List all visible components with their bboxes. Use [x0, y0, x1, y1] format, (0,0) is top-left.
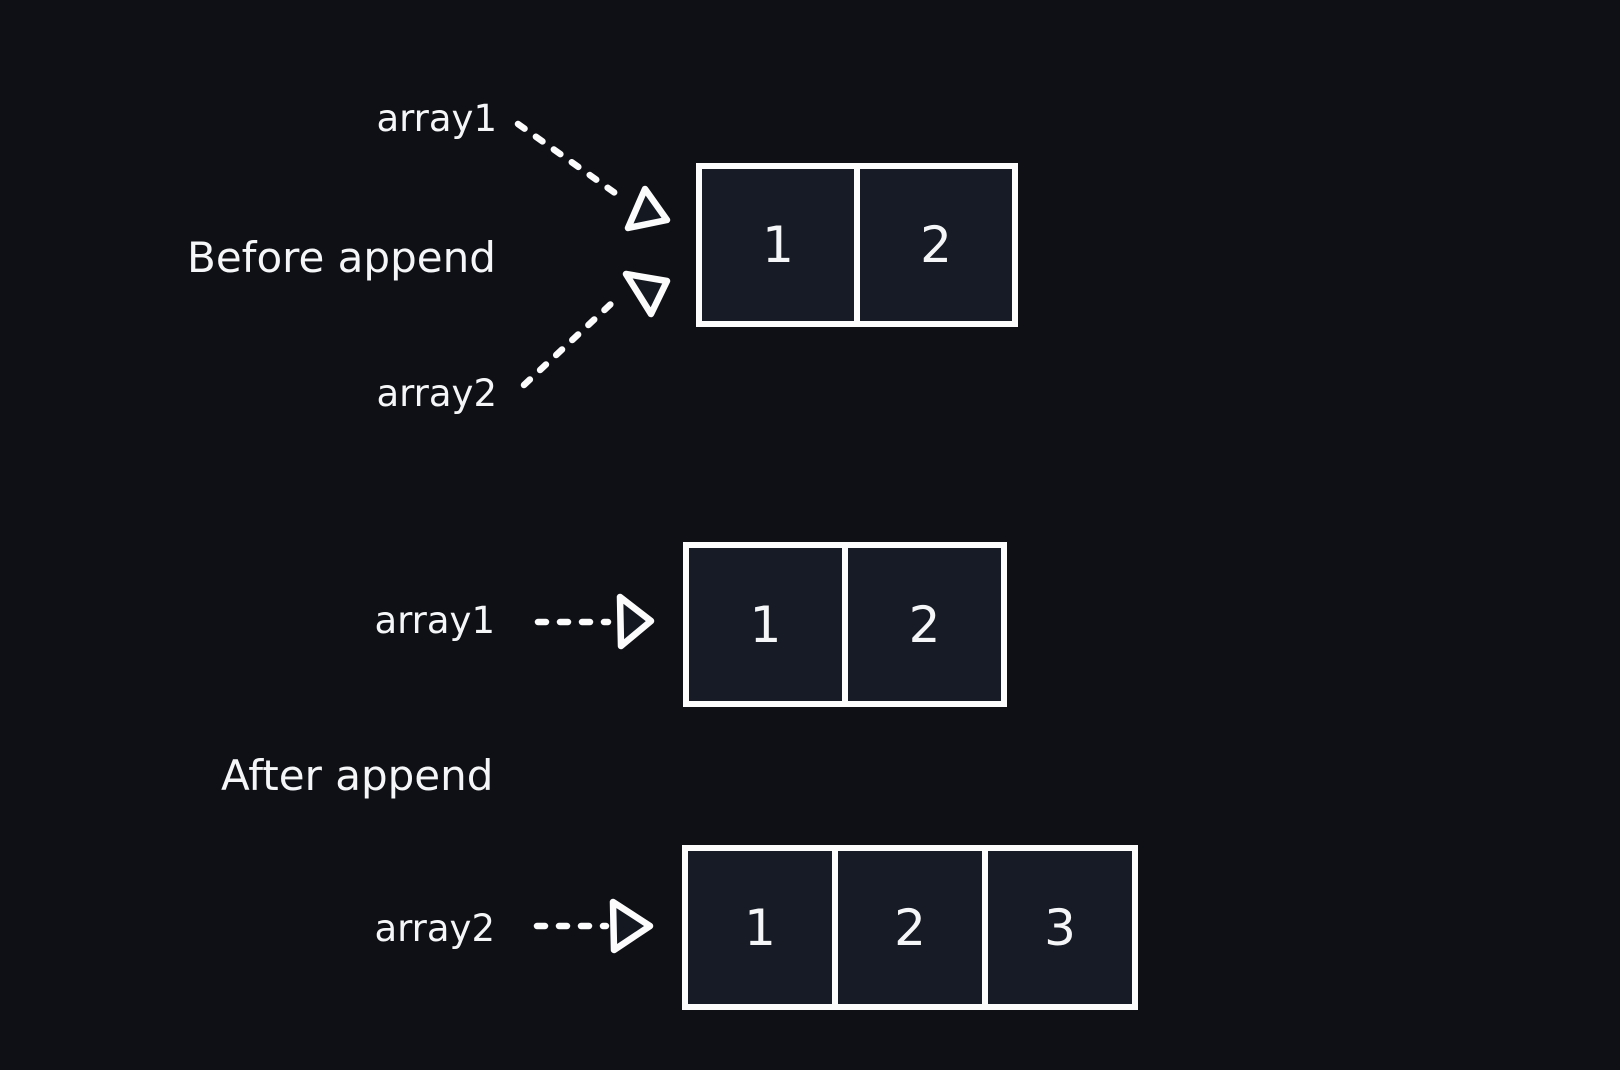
array-cell: 1 [696, 163, 860, 327]
cell-value: 3 [1044, 898, 1076, 957]
cell-value: 1 [762, 216, 794, 274]
cell-value: 1 [749, 595, 782, 654]
arrowhead-right-icon [609, 898, 654, 954]
label-array1-before: array1 [376, 97, 497, 140]
heading-before-append: Before append [187, 233, 496, 282]
array-box-after-array1: 1 2 [683, 542, 1007, 707]
cell-value: 2 [894, 898, 926, 957]
array-box-before: 1 2 [696, 163, 1018, 327]
label-array2-before: array2 [376, 372, 497, 415]
label-array2-after: array2 [374, 907, 495, 950]
array-cell: 2 [854, 163, 1018, 327]
cell-value: 2 [920, 216, 952, 274]
heading-after-append: After append [221, 751, 494, 800]
array-cell: 2 [842, 542, 1007, 707]
cell-value: 2 [908, 595, 941, 654]
dashed-line-array1-before [514, 120, 626, 202]
arrowhead-up-icon [624, 185, 671, 232]
label-array1-after: array1 [374, 599, 495, 642]
array-cell: 2 [832, 845, 988, 1010]
arrowhead-down-icon [622, 270, 671, 318]
array-box-after-array2: 1 2 3 [682, 845, 1138, 1010]
array-cell: 1 [683, 542, 848, 707]
cell-value: 1 [744, 898, 776, 957]
array-cell: 3 [982, 845, 1138, 1010]
dashed-line-array2-before [520, 298, 617, 389]
arrowhead-right-icon [616, 593, 655, 650]
array-cell: 1 [682, 845, 838, 1010]
